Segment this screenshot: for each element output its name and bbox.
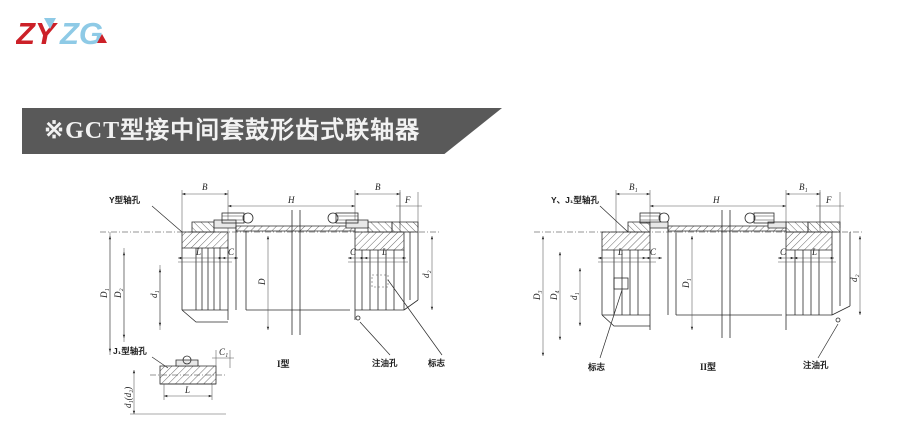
dim-label-D4: D₄ bbox=[549, 290, 559, 301]
dim-L-C-right-left-drawing: L C bbox=[348, 247, 408, 263]
caption-type-II: II型 bbox=[700, 361, 716, 372]
callout-bore-Y-left: Y型轴孔 bbox=[109, 195, 183, 233]
callout-oil-hole-right: 注油孔 bbox=[803, 323, 839, 370]
dim-frame-right: D₃ D₄ d₁ D₁ d₂ bbox=[532, 236, 862, 356]
callout-mark-right: 标志 bbox=[587, 289, 623, 372]
callout-label-oil-hole-left: 注油孔 bbox=[372, 358, 398, 368]
dim-label-d2-right: d₂ bbox=[849, 274, 859, 282]
dim-label-L-detail: L bbox=[184, 385, 190, 395]
dim-label-L-right-right: L bbox=[811, 247, 817, 257]
dim-label-B-left: B bbox=[202, 182, 208, 192]
dim-label-L-right: L bbox=[381, 247, 387, 257]
page-title-banner: ※GCT型接中间套鼓形齿式联轴器 bbox=[22, 108, 502, 154]
callout-label-mark-left: 标志 bbox=[427, 358, 446, 368]
intermediate-sleeve-right bbox=[667, 210, 787, 338]
dim-label-C-right: C bbox=[350, 247, 357, 257]
caption-type-I: I型 bbox=[277, 358, 290, 369]
right-hub-assembly-left-drawing bbox=[327, 212, 419, 321]
callout-label-oil-hole-right: 注油孔 bbox=[803, 360, 829, 370]
technical-drawing-area: B B H F Y型轴孔 bbox=[0, 170, 899, 445]
dim-label-B1-left: B₁ bbox=[629, 182, 638, 192]
dim-label-H-left: H bbox=[287, 195, 295, 205]
dim-label-D1-right: D₁ bbox=[681, 278, 691, 289]
dim-label-d1-right: d₁ bbox=[569, 292, 579, 300]
callout-mark-left: 标志 bbox=[387, 279, 446, 368]
dim-L-C-left-right-drawing: L C bbox=[598, 247, 662, 263]
page-title: ※GCT型接中间套鼓形齿式联轴器 bbox=[44, 118, 421, 144]
callout-label-mark-right: 标志 bbox=[587, 362, 606, 372]
dim-label-L-left-right: L bbox=[617, 247, 623, 257]
intermediate-sleeve-left bbox=[235, 210, 356, 335]
drawing-left-type-I: B B H F Y型轴孔 bbox=[99, 182, 446, 415]
dim-label-C-right-right: C bbox=[780, 247, 787, 257]
banner-shape bbox=[22, 108, 502, 154]
dim-label-H-right: H bbox=[712, 195, 720, 205]
dim-label-C1: C₁ bbox=[219, 347, 228, 357]
dim-label-D-left: D bbox=[257, 278, 267, 286]
dim-label-B1-right: B₁ bbox=[799, 182, 808, 192]
dim-label-F-right: F bbox=[825, 195, 832, 205]
callout-label-bore-J1: J₁型轴孔 bbox=[113, 346, 147, 356]
dim-label-F-left: F bbox=[404, 195, 411, 205]
drawing-right-type-II: B₁ B₁ H F Y、J₁型轴孔 bbox=[532, 182, 862, 372]
dim-label-C-left-right: C bbox=[650, 247, 657, 257]
dim-label-d1-d2-detail: d₁(d₂) bbox=[123, 387, 133, 408]
dim-label-d1-left: d₁ bbox=[149, 290, 159, 298]
dim-label-B-right: B bbox=[375, 182, 381, 192]
logo-text-zg: ZG bbox=[59, 16, 103, 51]
dim-L-C-left: L C bbox=[178, 247, 238, 263]
left-hub-assembly-right-drawing bbox=[601, 212, 670, 330]
dim-frame-left: D₁ D₂ d₁ D d₂ bbox=[99, 232, 434, 355]
dim-label-D2-left: D₂ bbox=[113, 288, 123, 299]
right-hub-assembly-right-drawing bbox=[744, 212, 851, 330]
dim-label-D3: D₃ bbox=[532, 290, 542, 301]
dim-H-left: H bbox=[228, 195, 355, 208]
dim-label-d2-left: d₂ bbox=[421, 270, 431, 278]
dim-L-C-right-right-drawing: L C bbox=[778, 247, 836, 263]
detail-bore-J1: J₁型轴孔 C₁ L d₁(d₂) bbox=[113, 346, 234, 415]
dim-H-right: H bbox=[650, 195, 786, 208]
callout-label-bore-Y: Y型轴孔 bbox=[109, 195, 141, 205]
dim-label-L-left: L bbox=[195, 247, 201, 257]
dim-label-C-left: C bbox=[228, 247, 235, 257]
callout-bore-YJ1-right: Y、J₁型轴孔 bbox=[551, 195, 629, 233]
logo-triangle-red bbox=[97, 34, 107, 43]
logo-triangle-blue bbox=[44, 18, 56, 29]
callout-oil-hole-left: 注油孔 bbox=[359, 321, 398, 368]
dim-label-D1-left: D₁ bbox=[99, 288, 109, 299]
callout-label-bore-YJ1: Y、J₁型轴孔 bbox=[551, 195, 599, 205]
company-logo: ZY ZG bbox=[16, 12, 136, 56]
